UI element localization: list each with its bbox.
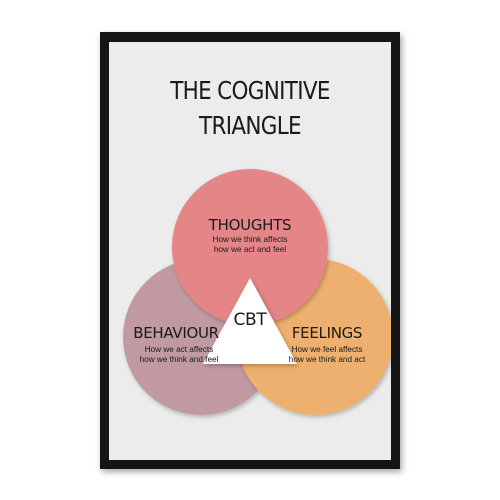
thoughts-desc-line2: how we act and feel [213,245,287,254]
poster-title-line1: THE COGNITIVE [170,76,330,105]
poster-frame: THE COGNITIVE TRIANGLE THOUGHTS How we t… [100,32,400,469]
feelings-heading: FEELINGS [291,324,363,342]
feelings-desc-line1: How we feel affects [291,345,363,354]
thoughts-circle [172,169,328,325]
center-triangle [203,278,297,364]
center-label: CBT [233,310,267,330]
behaviour-heading: BEHAVIOUR [133,324,219,342]
cognitive-triangle-diagram [123,169,391,415]
behaviour-desc-line2: how we think and feel [139,355,219,364]
poster: THE COGNITIVE TRIANGLE THOUGHTS How we t… [109,42,391,460]
feelings-desc-line2: how we think and act [288,355,366,364]
thoughts-desc-line1: How we think affects [212,235,288,244]
thoughts-heading: THOUGHTS [208,216,292,234]
behaviour-desc-line1: How we act affects [144,345,214,354]
poster-title-line2: TRIANGLE [199,111,302,140]
